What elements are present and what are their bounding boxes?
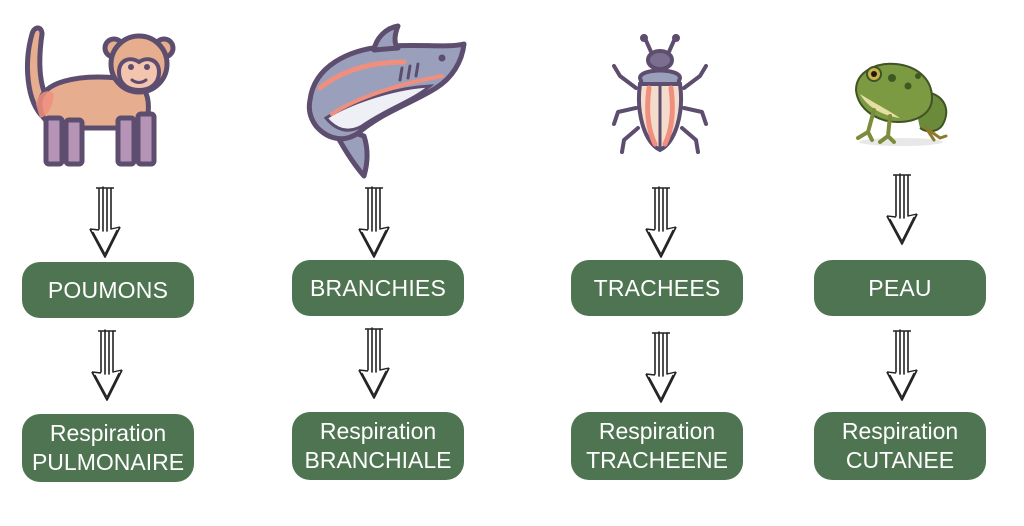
shark-icon: [306, 23, 467, 179]
respiration-type: BRANCHIALE: [304, 447, 452, 473]
respiration-label: Respiration: [841, 418, 959, 444]
frog-icon: [854, 62, 948, 146]
respiration-box-tracheene: Respiration TRACHEENE: [571, 412, 743, 480]
arrow-down-icon: [645, 186, 677, 258]
arrow-down-icon: [886, 329, 918, 401]
respiration-type: CUTANEE: [845, 447, 955, 473]
arrow-down-icon: [886, 173, 918, 245]
respiration-box-cutanee: Respiration CUTANEE: [814, 412, 986, 480]
organ-box-branchies: BRANCHIES: [292, 260, 464, 316]
respiration-box-pulmonaire: Respiration PULMONAIRE: [22, 414, 194, 482]
arrow-down-icon: [645, 331, 677, 403]
respiration-box-branchiale: Respiration BRANCHIALE: [292, 412, 464, 480]
arrow-down-icon: [358, 186, 390, 258]
respiration-label: Respiration: [319, 418, 437, 444]
arrow-down-icon: [89, 186, 121, 258]
arrow-down-icon: [358, 327, 390, 399]
organ-box-poumons: POUMONS: [22, 262, 194, 318]
organ-label: PEAU: [868, 274, 932, 301]
respiration-label: Respiration: [49, 420, 167, 446]
organ-label: POUMONS: [47, 276, 169, 303]
monkey-icon: [25, 25, 176, 167]
organ-label: BRANCHIES: [310, 274, 446, 301]
organ-label: TRACHEES: [593, 274, 721, 301]
organ-box-trachees: TRACHEES: [571, 260, 743, 316]
arrow-down-icon: [91, 329, 123, 401]
beetle-icon: [612, 34, 708, 154]
respiration-type: PULMONAIRE: [31, 449, 185, 475]
respiration-type: TRACHEENE: [586, 447, 728, 473]
respiration-label: Respiration: [598, 418, 716, 444]
organ-box-peau: PEAU: [814, 260, 986, 316]
